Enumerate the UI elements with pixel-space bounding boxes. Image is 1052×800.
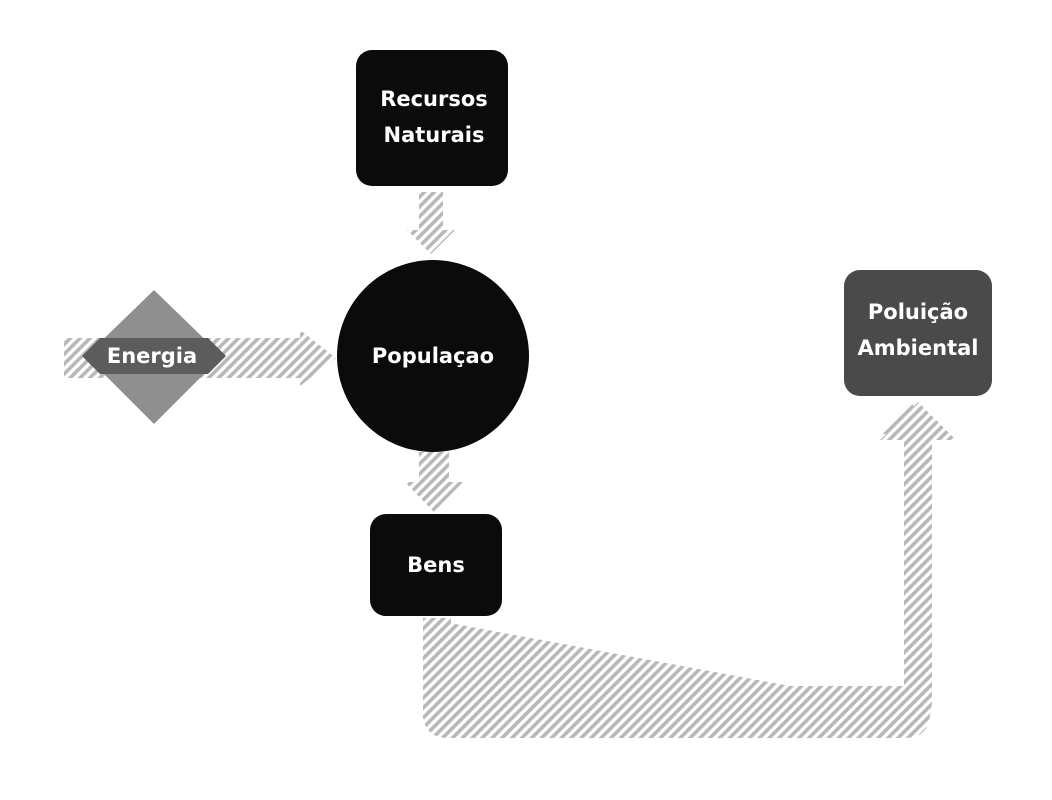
bottom-corner-right (894, 700, 932, 738)
energia-label: Energia (107, 344, 197, 368)
populacao-label: Populaçao (372, 344, 494, 368)
populacao-to-bens-arrow (405, 452, 463, 512)
recursos-to-populacao-arrow (407, 192, 455, 254)
bottom-horizontal-segment (458, 712, 896, 738)
recursos-naturais-label-line1: Recursos (380, 87, 488, 111)
bens-label: Bens (407, 553, 465, 577)
bottom-corner-left (423, 700, 460, 738)
poluicao-arrow-head (880, 402, 956, 440)
poluicao-ambiental-box (844, 270, 992, 396)
populacao-circle (337, 260, 529, 452)
bens-box (370, 514, 502, 616)
poluicao-up-segment (904, 440, 932, 702)
bens-to-poluicao-arrow (423, 402, 941, 738)
recursos-naturais-box (356, 50, 508, 186)
recursos-naturais-label-line2: Naturais (384, 123, 485, 147)
poluicao-ambiental-label-line2: Ambiental (858, 336, 979, 360)
energia-label-banner (82, 338, 226, 374)
poluicao-ambiental-label-line1: Poluição (868, 300, 968, 324)
